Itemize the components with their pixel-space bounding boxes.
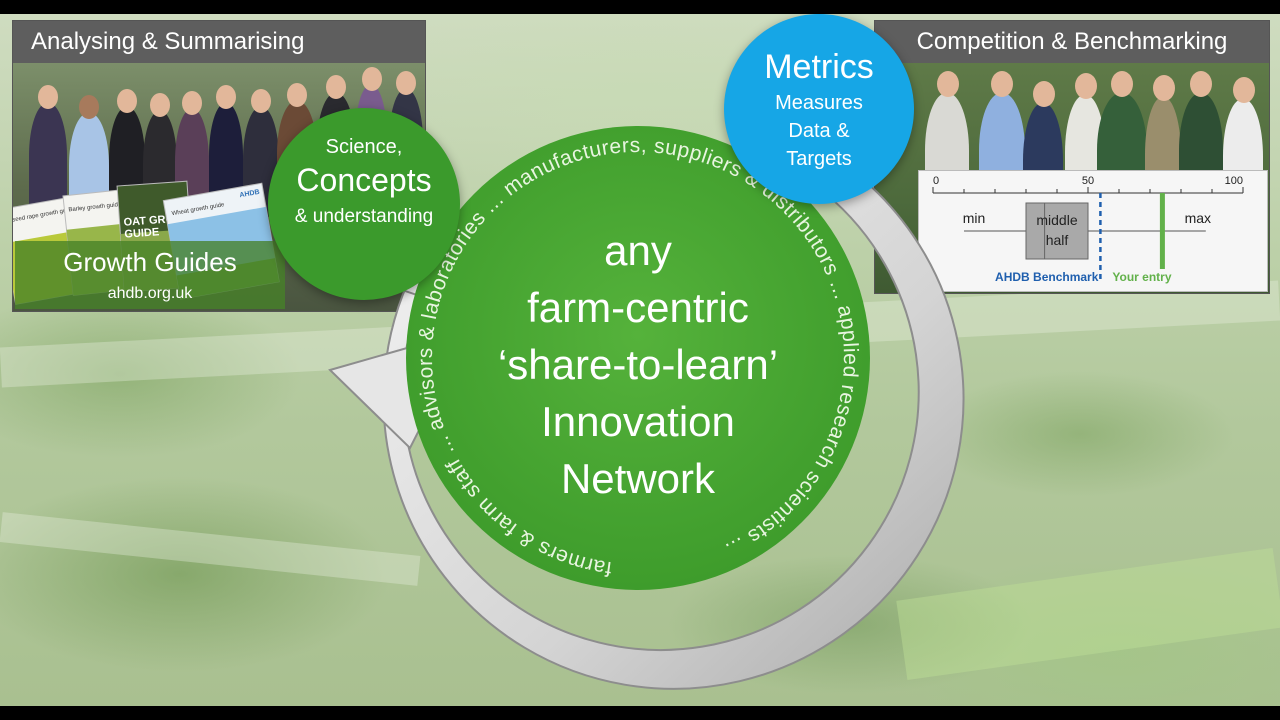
growth-guides-url[interactable]: ahdb.org.uk [107,285,193,302]
center-line-network: Network [560,455,716,502]
middle-half-box [1025,202,1089,260]
center-text: any farm-centric ‘share-to-learn’ Innova… [438,222,838,507]
your-entry-label: Your entry [1112,270,1171,284]
box-label-middle: middle [1036,212,1077,228]
booklet-oat-label-2: GUIDE [124,226,160,240]
center-line-farm-centric: farm-centric [527,284,749,331]
box-label-half: half [1046,232,1069,248]
benchmark-label: AHDB Benchmark [995,270,1099,284]
booklet-barley-label: Barley growth guide [68,202,122,214]
min-label: min [963,210,986,226]
growth-guides-title: Growth Guides [63,247,237,277]
bottom-letterbox [0,706,1280,720]
top-letterbox [0,0,1280,14]
science-label: Science, [325,136,403,158]
data-label: Data & [788,120,850,142]
concepts-label: Concepts [296,162,432,198]
axis-tick-label: 0 [933,175,939,187]
analysing-panel-title: Analysing & Summarising [13,21,425,63]
metrics-bubble: Metrics Measures Data & Targets [724,14,914,204]
axis-tick-label: 100 [1225,175,1243,187]
measures-label: Measures [775,92,863,114]
center-line-innovation: Innovation [541,398,735,445]
understanding-label: & understanding [294,206,434,227]
booklet-brand: AHDB [239,189,260,199]
center-line-share-to-learn: ‘share-to-learn’ [497,341,779,388]
science-concepts-bubble: Science, Concepts & understanding [268,108,460,300]
network-disc [406,126,870,590]
targets-label: Targets [786,148,852,170]
benchmarking-panel-title: Competition & Benchmarking [875,21,1269,63]
analysing-panel: Analysing & Summarising Oilseed rape gro… [12,20,426,312]
metrics-label: Metrics [764,48,874,86]
center-line-any: any [604,227,672,274]
max-label: max [1185,210,1211,226]
growth-guides-caption: Growth Guides ahdb.org.uk [15,241,285,309]
axis-tick-label: 50 [1082,175,1094,187]
